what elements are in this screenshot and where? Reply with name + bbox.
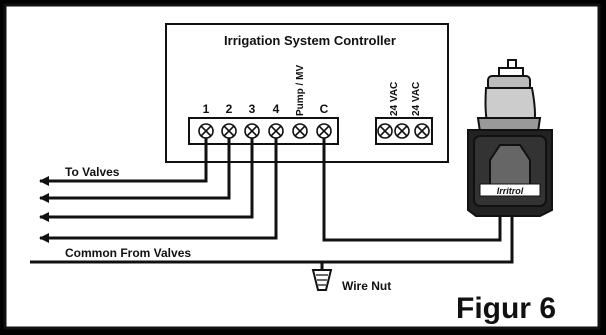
wire-nut-label: Wire Nut xyxy=(342,279,391,293)
terminal-screw-4 xyxy=(268,123,284,139)
terminal-label-2: 2 xyxy=(226,102,233,116)
terminal-screw-2 xyxy=(221,123,237,139)
valve-wire-2 xyxy=(39,138,231,203)
controller-title: Irrigation System Controller xyxy=(224,33,396,48)
valve-wire-3 xyxy=(39,138,254,222)
wire-nut xyxy=(311,269,333,291)
terminal-screw-pump xyxy=(292,123,308,139)
figure-label: Figur 6 xyxy=(456,292,556,325)
valve-brand-label: Irritrol xyxy=(497,186,524,196)
terminal-label-24vac-2: 24 VAC xyxy=(411,82,422,116)
valve-wire-4 xyxy=(39,138,278,243)
valve-wires xyxy=(39,138,278,243)
terminal-label-4: 4 xyxy=(273,102,280,116)
common-from-valves-label: Common From Valves xyxy=(65,246,191,260)
terminal-screw-common xyxy=(316,123,332,139)
controller-box xyxy=(165,23,449,163)
terminal-label-common: C xyxy=(320,102,329,116)
terminal-label-3: 3 xyxy=(249,102,256,116)
terminal-screw-3 xyxy=(244,123,260,139)
valve-wire-1 xyxy=(39,138,208,186)
terminal-strip-main xyxy=(188,117,339,145)
solenoid-valve xyxy=(467,59,553,217)
to-valves-label: To Valves xyxy=(65,165,120,179)
terminal-screw-24vac-2 xyxy=(414,123,430,139)
terminal-screw-24vac-1 xyxy=(394,123,410,139)
terminal-screw-1 xyxy=(198,123,214,139)
common-wire-valves xyxy=(30,212,514,264)
terminal-screw-blank xyxy=(377,123,393,139)
terminal-screws xyxy=(198,123,430,139)
terminal-label-pump: Pump / MV xyxy=(295,65,306,116)
common-wire-controller xyxy=(322,138,502,242)
terminal-label-1: 1 xyxy=(203,102,210,116)
terminal-label-24vac-1: 24 VAC xyxy=(389,82,400,116)
